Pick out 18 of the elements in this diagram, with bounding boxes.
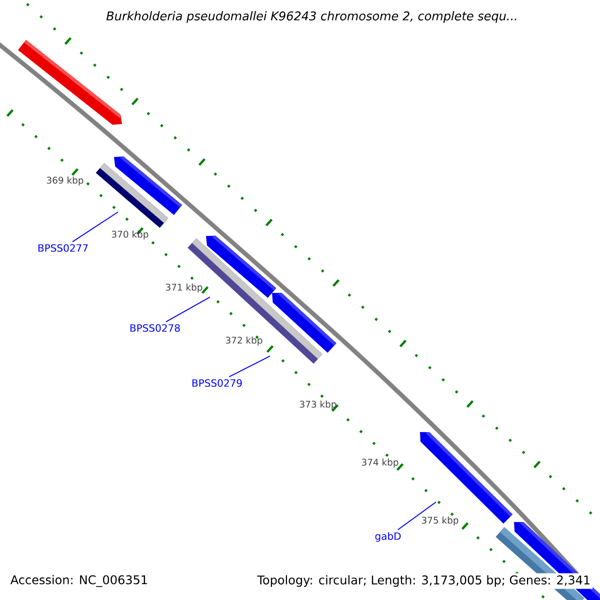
leader-line xyxy=(228,356,270,378)
scale-label: 373 kbp xyxy=(300,400,336,410)
gene-label: BPSS0278 xyxy=(130,324,180,332)
gene-label: BPSS0279 xyxy=(192,379,242,387)
topology-text: Topology: circular; Length: 3,173,005 bp; Genes: 2,341 xyxy=(255,573,593,589)
scale-label: 374 kbp xyxy=(362,458,398,468)
leader-line xyxy=(72,212,118,242)
gene-label: BPSS0277 xyxy=(38,244,88,252)
scale-label: 371 kbp xyxy=(166,284,202,292)
accession-text: Accession: NC_006351 xyxy=(10,575,147,587)
title: Burkholderia pseudomallei K96243 chromosome 2, complete sequ... xyxy=(106,11,516,23)
leader-line xyxy=(397,502,436,530)
scale-label: 372 kbp xyxy=(226,336,262,346)
gene-label: gabD xyxy=(375,532,401,542)
scale-label: 375 kbp xyxy=(422,516,458,526)
scale-label: 370 kbp xyxy=(112,230,148,240)
scale-label: 369 kbp xyxy=(46,176,84,186)
leader-line xyxy=(165,296,210,322)
